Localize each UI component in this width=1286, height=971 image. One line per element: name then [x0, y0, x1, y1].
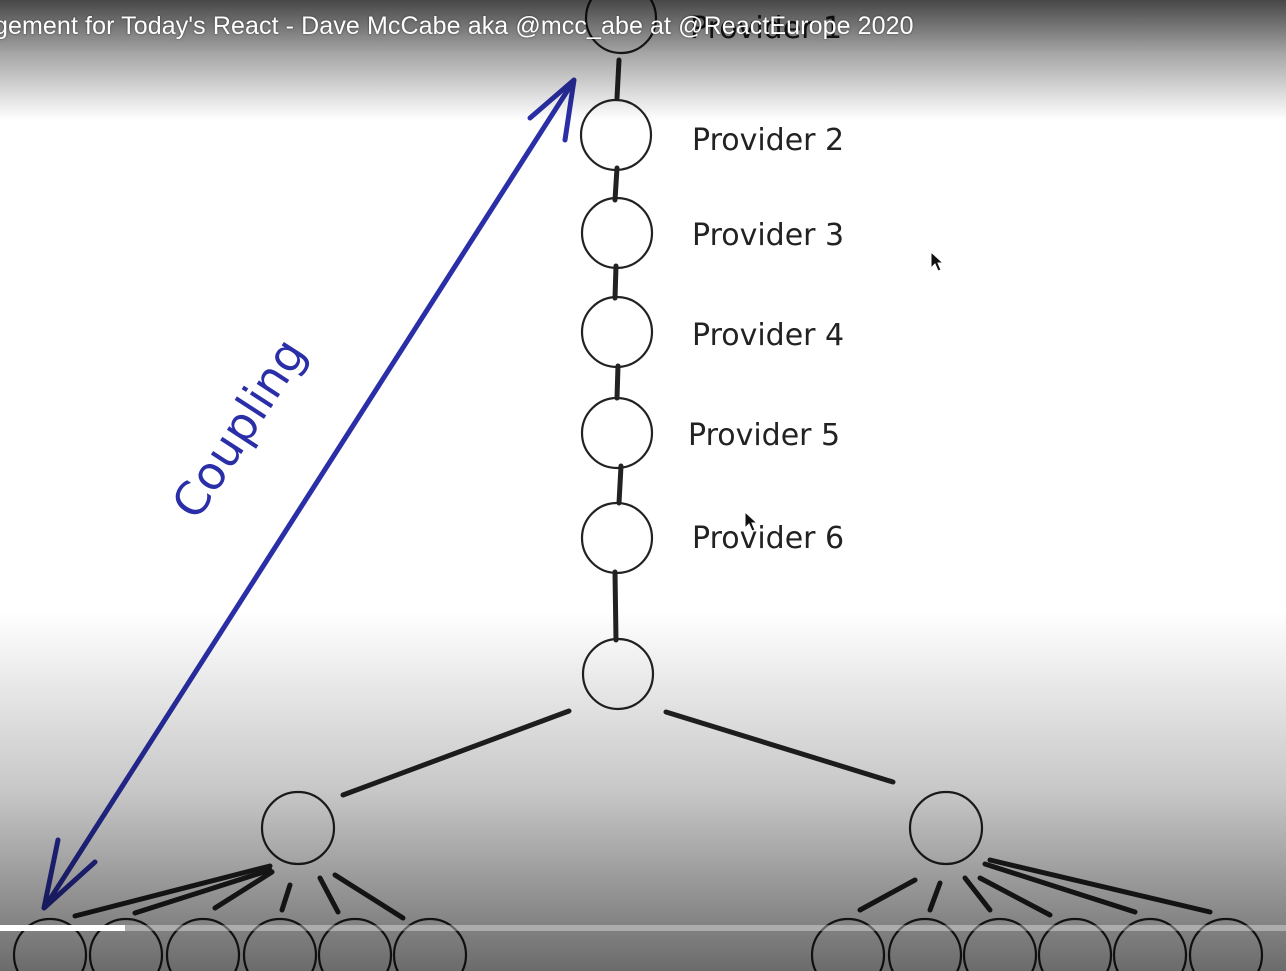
coupling-label: Coupling: [161, 329, 317, 528]
tree-node: [908, 790, 984, 866]
provider-label: Provider 5: [688, 418, 840, 453]
mouse-pointer-icon: [930, 250, 945, 272]
tree-node: [580, 295, 654, 369]
provider-label: Provider 3: [692, 218, 844, 253]
provider-label: Provider 4: [692, 318, 844, 353]
tree-node: [580, 396, 654, 470]
chain-edge: [614, 57, 622, 101]
tree-node: [580, 196, 654, 270]
chain-edge: [612, 165, 620, 203]
chain-edge: [616, 463, 624, 506]
progress-bar[interactable]: [0, 925, 1286, 931]
chain-edge: [612, 569, 619, 643]
provider-label: Provider 2: [692, 123, 844, 158]
progress-fill: [0, 925, 125, 931]
chain-edge: [614, 363, 621, 401]
chain-edge: [612, 263, 619, 301]
coupling-arrow: [41, 77, 577, 911]
provider-label: Provider 6: [692, 521, 844, 556]
branch-edge: [663, 709, 896, 785]
tree-node: [260, 790, 336, 866]
tree-node: [579, 98, 653, 172]
video-title[interactable]: gement for Today's React - Dave McCabe a…: [0, 12, 914, 40]
tree-node: [581, 637, 655, 711]
mouse-pointer-icon: [744, 510, 759, 532]
tree-node: [580, 501, 654, 575]
branch-edge: [340, 708, 572, 798]
